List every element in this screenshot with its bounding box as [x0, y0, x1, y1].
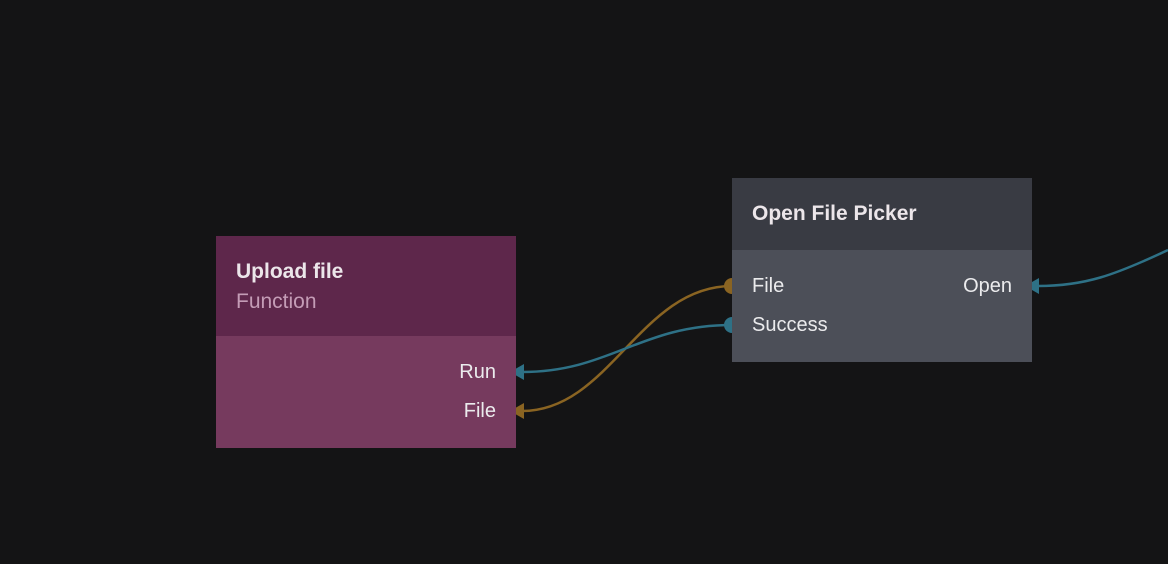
- connection-file-to-file[interactable]: [521, 284, 733, 413]
- picker-output-file-label[interactable]: File: [752, 275, 785, 297]
- upload-input-file-label[interactable]: File: [463, 400, 496, 422]
- upload-input-run-label[interactable]: Run: [459, 361, 496, 383]
- upload-file-node-header[interactable]: Upload file Function: [216, 236, 516, 336]
- upload-file-node[interactable]: Upload file Function Run File: [216, 236, 516, 448]
- open-file-picker-node-body: File Success Open: [732, 250, 1032, 362]
- picker-input-open-label[interactable]: Open: [963, 275, 1012, 297]
- picker-output-success-label[interactable]: Success: [752, 314, 828, 336]
- connection-success-to-run[interactable]: [521, 323, 733, 374]
- open-file-picker-node[interactable]: Open File Picker File Success Open: [732, 178, 1032, 362]
- upload-file-node-title: Upload file: [236, 260, 344, 283]
- open-file-picker-node-title: Open File Picker: [752, 202, 917, 225]
- upload-file-node-body: Run File: [216, 336, 516, 448]
- open-file-picker-node-header[interactable]: Open File Picker: [732, 178, 1032, 250]
- connection-incoming-to-open[interactable]: [1037, 248, 1168, 288]
- upload-file-node-subtitle: Function: [236, 290, 317, 313]
